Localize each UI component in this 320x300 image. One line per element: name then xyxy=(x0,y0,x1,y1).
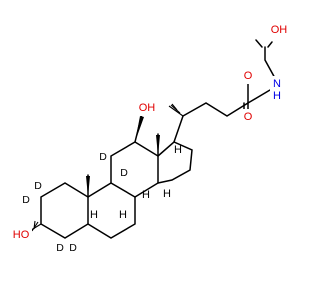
deuterium-label-c2a: D xyxy=(34,180,42,192)
molecule-structure: OH O N H O OH HO D D D D D D H H H H H xyxy=(10,22,290,254)
deuterium-label-c4a: D xyxy=(56,242,64,254)
deuterium-label-c11b: D xyxy=(120,167,128,179)
hydrogen-label-c14: H xyxy=(163,188,171,200)
deuterium-label-c2b: D xyxy=(22,194,30,206)
atom-labels: OH O N H O OH HO D D D D D D H H H H H xyxy=(10,22,290,254)
amide-hydrogen-label: H xyxy=(273,90,281,102)
deuterium-label-c11: D xyxy=(99,151,107,163)
deuterium-label-c4b: D xyxy=(69,242,77,254)
hydrogen-label-c9: H xyxy=(142,189,150,201)
amide-oxygen-label: O xyxy=(244,111,253,123)
hydroxyl-label-c3: HO xyxy=(13,229,30,241)
hydrogen-label-c5: H xyxy=(90,209,98,221)
hydroxyl-label-c12: OH xyxy=(139,102,156,114)
hydrogen-label-c8: H xyxy=(119,209,127,221)
hydroxyl-label-acid: OH xyxy=(271,24,288,36)
hydrogen-label-c17: H xyxy=(174,144,182,156)
wedge-bonds xyxy=(86,116,160,197)
amide-nitrogen-label: N xyxy=(273,78,281,90)
hashed-bonds xyxy=(27,103,184,233)
carbonyl-oxygen-label: O xyxy=(244,70,253,82)
